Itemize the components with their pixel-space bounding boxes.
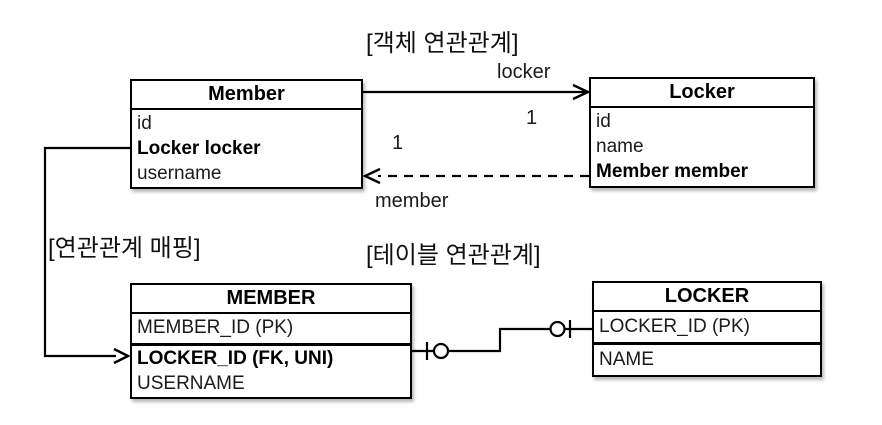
class-field: username — [137, 163, 222, 184]
table-row: LOCKER_ID (PK) — [594, 312, 820, 345]
locker-association-arrow — [363, 83, 591, 101]
arrowhead-right-icon — [572, 83, 591, 101]
locker-table-title: LOCKER — [594, 283, 820, 312]
cardinality-circle-icon — [432, 342, 450, 360]
table-relation-connector — [412, 320, 592, 360]
member-association-arrow — [362, 167, 589, 185]
cardinality-circle-icon — [549, 320, 566, 338]
member-class-fields: id Locker locker username — [132, 110, 361, 186]
member-role-label: member — [375, 190, 449, 212]
locker-class-fields: id name Member member — [591, 108, 813, 184]
arrowhead-left-icon — [362, 167, 381, 185]
class-field: name — [596, 136, 644, 157]
table-row: NAME — [599, 349, 654, 370]
mapping-arrow — [43, 146, 131, 365]
locker-multiplicity-label: 1 — [526, 107, 538, 129]
class-field: id — [137, 113, 152, 134]
locker-class-box: Locker id name Member member — [589, 77, 815, 188]
table-row: USERNAME — [137, 373, 245, 394]
locker-role-label: locker — [497, 61, 551, 83]
table-row: LOCKER_ID (FK, UNI) — [137, 348, 334, 369]
object-association-label: [객체 연관관계] — [366, 30, 519, 57]
class-field: id — [596, 111, 611, 132]
member-class-box: Member id Locker locker username — [130, 79, 363, 189]
table-row: MEMBER_ID (PK) — [132, 314, 410, 346]
association-mapping-label: [연관관계 매핑] — [48, 235, 201, 262]
member-class-title: Member — [132, 81, 361, 110]
table-association-label: [테이블 연관관계] — [366, 242, 541, 269]
locker-table-box: LOCKER LOCKER_ID (PK) NAME — [592, 281, 822, 377]
member-multiplicity-label: 1 — [392, 132, 404, 154]
class-field: Locker locker — [137, 138, 261, 159]
member-table-title: MEMBER — [132, 285, 410, 314]
locker-class-title: Locker — [591, 79, 813, 108]
class-field: Member member — [596, 161, 749, 182]
member-table-box: MEMBER MEMBER_ID (PK) LOCKER_ID (FK, UNI… — [130, 283, 412, 399]
arrowhead-right-icon — [113, 347, 131, 365]
